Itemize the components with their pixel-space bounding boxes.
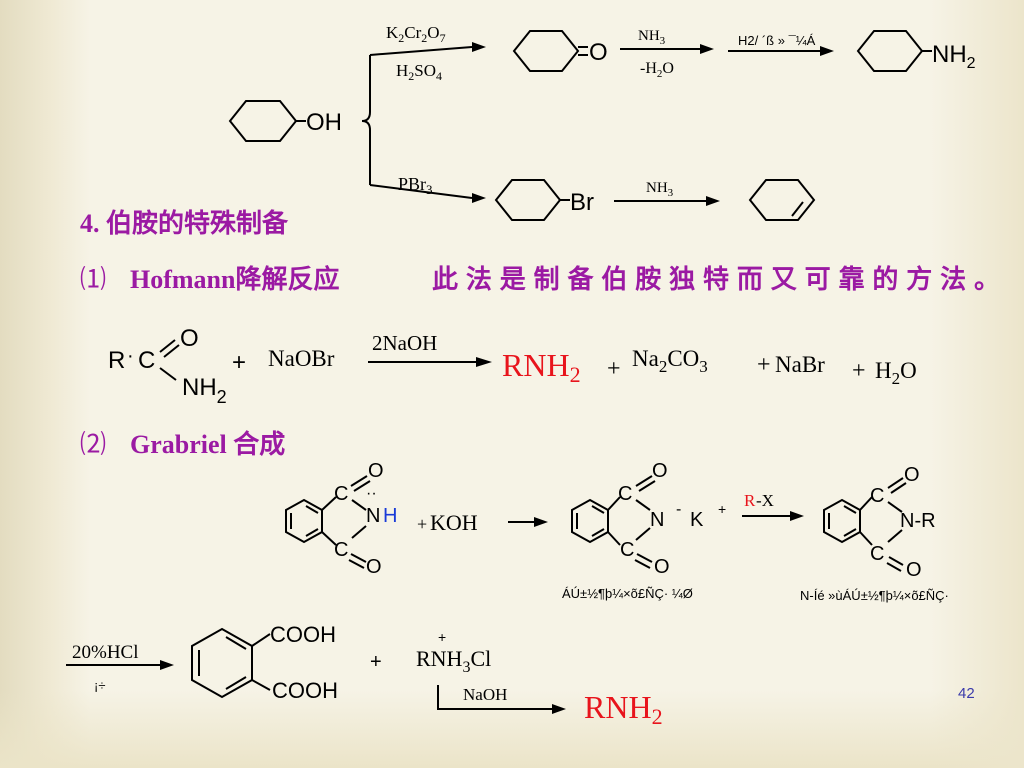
- gabriel-rx-r: R: [744, 491, 756, 510]
- hofmann-plus-3: +: [757, 352, 771, 378]
- branch-bracket: [361, 55, 371, 185]
- k-phthalimide-o-bottom: O: [654, 556, 670, 578]
- phthalic-acid-structure: COOH COOH: [191, 622, 338, 703]
- hofmann-plus-2: +: [607, 356, 621, 382]
- bromine-label: Br: [570, 189, 594, 216]
- branch-arrow-top: [369, 46, 473, 56]
- hofmann-byproduct-h2o: H2O: [875, 358, 917, 388]
- reagent-pbr3: PBr3: [398, 174, 433, 197]
- reagent-minus-h2o: -H2O: [640, 60, 674, 80]
- cooh-bottom: COOH: [272, 678, 338, 703]
- reagent-h2so4: H2SO4: [396, 61, 442, 83]
- decorative-vine-left: [0, 0, 90, 768]
- hofmann-condition-naoh: 2NaOH: [372, 331, 437, 355]
- svg-text:+: +: [718, 501, 726, 517]
- gabriel-final-product: RNH2: [584, 689, 663, 729]
- amine-product-label: NH2: [932, 41, 976, 72]
- amide-r-label: R: [108, 347, 125, 374]
- potassium-phthalimide-structure: C O N - K + C O: [571, 460, 726, 578]
- branch-arrow-bottom: [369, 184, 473, 199]
- amide-c-label: C: [138, 347, 155, 374]
- gabriel-plus-koh: +: [417, 514, 427, 534]
- reagent-nh3-elimination: NH3: [646, 180, 674, 199]
- phthalimide-c-bottom: C: [334, 539, 348, 561]
- alkyl-phthalimide-nr: N-R: [900, 510, 936, 532]
- svg-text:··: ··: [366, 485, 377, 502]
- k-phthalimide-c-bottom: C: [620, 539, 634, 561]
- k-phthalimide-k: K: [690, 509, 704, 531]
- gabriel-number: ⑵: [80, 430, 106, 459]
- alkyl-phthalimide-c-top: C: [870, 485, 884, 507]
- phthalimide-c-top: C: [334, 483, 348, 505]
- reagent-nh3-top: NH3: [638, 28, 666, 47]
- hydrolysis-heat: ¡÷: [94, 678, 105, 693]
- hofmann-reagent-naobr: NaOBr: [268, 346, 335, 371]
- reagent-hydrogen-catalyst: H2/ ´ß » ¯¼Á: [738, 33, 816, 48]
- hofmann-byproduct-nabr: NaBr: [775, 352, 825, 377]
- amide-nh2-label: NH2: [182, 374, 227, 407]
- cooh-top: COOH: [270, 622, 336, 647]
- hofmann-description: 此法是制备伯胺独特而又可靠的方法。: [432, 264, 1000, 294]
- amine-salt: RNH3Cl: [416, 646, 491, 676]
- gabriel-koh: KOH: [430, 510, 478, 535]
- amine-salt-plus-charge: +: [438, 629, 446, 645]
- amide-o-label: O: [180, 325, 199, 352]
- k-phthalimide-n: N: [650, 509, 664, 531]
- hofmann-number: ⑴: [80, 265, 106, 294]
- section-heading-4: 4. 伯胺的特殊制备: [80, 208, 289, 238]
- alkyl-phthalimide-o-top: O: [904, 464, 920, 486]
- bromocyclohexane-structure: Br: [494, 179, 594, 221]
- n-alkyl-phthalimide-structure: C O N-R C O: [823, 464, 936, 581]
- hydrolysis-hcl: 20%HCl: [72, 642, 139, 663]
- gabriel-title: Grabriel 合成: [130, 429, 285, 459]
- decorative-leaves-right: [930, 0, 1024, 768]
- hofmann-plus-1: +: [232, 349, 246, 376]
- gabriel-rx-x: -X: [756, 491, 774, 510]
- phthalimide-n: N: [366, 505, 380, 527]
- cyclohexene-structure: [748, 179, 816, 221]
- gabriel-plus-salt: +: [370, 651, 382, 673]
- phthalimide-o-bottom: O: [366, 556, 382, 578]
- cyclohexanol-structure: OH: [228, 100, 342, 142]
- cyclohexylamine-structure: NH2: [856, 30, 976, 72]
- hofmann-plus-4: +: [852, 358, 866, 384]
- alkyl-phthalimide-o-bottom: O: [906, 559, 922, 581]
- phthalimide-h: H: [383, 505, 397, 527]
- amide-structure: R · C O NH2: [108, 325, 227, 407]
- cyclohexanol-oh-label: OH: [306, 109, 342, 136]
- alkyl-phthalimide-c-bottom: C: [870, 543, 884, 565]
- page-number: 42: [958, 685, 975, 702]
- k-phthalimide-c-top: C: [618, 483, 632, 505]
- label-potassium-phthalimide: ÁÚ±½¶þ¼×õ£ÑÇ· ¼Ø: [562, 586, 693, 601]
- label-n-alkyl-phthalimide: N-Íé »ùÁÚ±½¶þ¼×õ£ÑÇ·: [800, 588, 949, 603]
- phthalimide-structure: C O ·· N H C O: [285, 460, 397, 578]
- svg-text:-: -: [676, 501, 681, 518]
- hofmann-title: Hofmann降解反应: [130, 264, 339, 294]
- ketone-oxygen-label: O: [589, 39, 608, 66]
- phthalimide-o-top: O: [368, 460, 384, 482]
- svg-text:·: ·: [127, 345, 134, 367]
- k-phthalimide-o-top: O: [652, 460, 668, 482]
- decorative-vine-bottom: [0, 690, 1024, 768]
- naoh-arrow: [437, 685, 552, 710]
- hofmann-product: RNH2: [502, 347, 581, 387]
- hofmann-byproduct-na2co3: Na2CO3: [632, 346, 708, 376]
- cyclohexanone-structure: O: [512, 30, 608, 72]
- naoh-condition: NaOH: [463, 685, 507, 704]
- reagent-k2cr2o7: K2Cr2O7: [386, 23, 446, 45]
